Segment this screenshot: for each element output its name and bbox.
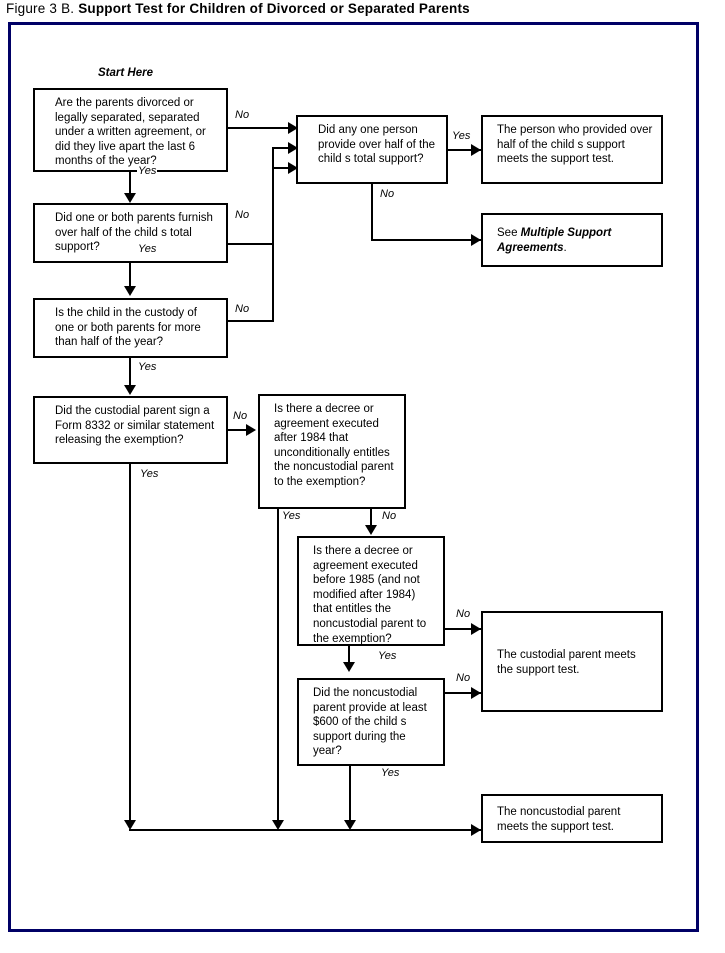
node-text: Is there a decree or agreement executed … <box>274 403 394 488</box>
edge-decree84-no-arrowhead <box>365 525 377 535</box>
edge-label-anyone-no: No <box>379 188 396 200</box>
edge-q1-yes-v <box>129 172 131 194</box>
edge-q1-yes-arrowhead <box>124 193 136 203</box>
node-decree-before-1985: Is there a decree or agreement executed … <box>297 536 445 646</box>
edge-q3-no-h1 <box>228 320 274 322</box>
node-text: Did one or both parents furnish over hal… <box>55 212 213 254</box>
edge-q2-yes-arrowhead <box>124 286 136 296</box>
edge-q1-no-h <box>228 127 298 129</box>
edge-q4-yes-arrowhead <box>124 820 136 830</box>
edge-anyone-yes-h <box>448 149 483 151</box>
start-here-label: Start Here <box>98 67 153 79</box>
edge-anyone-no-v <box>371 184 373 241</box>
edge-label-q1-no: No <box>234 109 251 121</box>
edge-600-yes-v <box>349 766 351 824</box>
node-child-in-custody: Is the child in the custody of one or bo… <box>33 298 228 358</box>
edge-label-decree84-no: No <box>381 510 398 522</box>
edge-decree85-no-h <box>445 628 483 630</box>
node-custodial-parent-form-8332: Did the custodial parent sign a Form 833… <box>33 396 228 464</box>
edge-q2-no-arrowhead <box>288 142 298 154</box>
edge-600-no-h <box>445 692 483 694</box>
multiple-support-agreements-emphasis: Multiple Support Agreements <box>497 227 612 254</box>
edge-q3-no-v <box>272 167 274 322</box>
edge-bottom-merge-arrowhead <box>471 824 481 836</box>
edge-label-q4-no: No <box>232 410 249 422</box>
edge-label-q4-yes: Yes <box>139 468 160 480</box>
figure-number: Figure 3 B. <box>6 1 75 16</box>
edge-anyone-no-h <box>371 239 483 241</box>
edge-decree85-yes-arrowhead <box>343 662 355 672</box>
node-text: The noncustodial parent meets the suppor… <box>497 805 621 833</box>
page-title: Figure 3 B. Support Test for Children of… <box>6 0 470 18</box>
node-text: Did the noncustodial parent provide at l… <box>313 687 427 758</box>
edge-label-q3-no: No <box>234 303 251 315</box>
node-text: The custodial parent meets the support t… <box>497 648 636 676</box>
node-text: Is there a decree or agreement executed … <box>313 545 427 645</box>
edge-decree85-no-arrowhead <box>471 623 481 635</box>
period-suffix: . <box>563 242 567 254</box>
edge-q4-no-arrowhead <box>246 424 256 436</box>
edge-q4-yes-v <box>129 464 131 824</box>
edge-label-600-yes: Yes <box>380 767 401 779</box>
edge-decree84-yes-arrowhead <box>272 820 284 830</box>
edge-label-decree85-no: No <box>455 608 472 620</box>
edge-anyone-yes-arrowhead <box>471 144 481 156</box>
edge-label-q2-no: No <box>234 209 251 221</box>
node-text: Are the parents divorced or legally sepa… <box>55 97 206 168</box>
see-prefix: See <box>497 227 521 240</box>
edge-label-q3-yes: Yes <box>137 361 158 373</box>
edge-decree84-yes-v <box>277 509 279 824</box>
edge-decree84-no-v <box>370 509 372 527</box>
edge-label-decree84-yes: Yes <box>281 510 302 522</box>
node-text: Did any one person provide over half of … <box>318 124 435 166</box>
edge-q3-no-arrowhead <box>288 162 298 174</box>
edge-q3-yes-arrowhead <box>124 385 136 395</box>
node-decree-after-1984: Is there a decree or agreement executed … <box>258 394 406 509</box>
edge-label-600-no: No <box>455 672 472 684</box>
node-text: The person who provided over half of the… <box>497 124 653 166</box>
edge-q2-no-h2 <box>272 147 298 149</box>
edge-label-q2-yes: Yes <box>137 243 158 255</box>
figure-border <box>8 22 699 932</box>
figure-title-text: Support Test for Children of Divorced or… <box>78 1 470 16</box>
edge-600-yes-arrowhead <box>344 820 356 830</box>
node-any-one-person-half-support: Did any one person provide over half of … <box>296 115 448 184</box>
node-are-parents-divorced: Are the parents divorced or legally sepa… <box>33 88 228 172</box>
node-text: See Multiple Support Agreements. <box>497 226 653 255</box>
edge-label-q1-yes: Yes <box>137 165 158 177</box>
node-result-custodial-parent-meets-test: The custodial parent meets the support t… <box>481 611 663 712</box>
edge-bottom-merge-h <box>129 829 483 831</box>
node-text: Did the custodial parent sign a Form 833… <box>55 405 215 447</box>
node-600-support-noncustodial: Did the noncustodial parent provide at l… <box>297 678 445 766</box>
edge-q3-no-h2 <box>272 167 298 169</box>
node-text: Is the child in the custody of one or bo… <box>55 307 201 349</box>
edge-q1-no-arrowhead <box>288 122 298 134</box>
edge-label-anyone-yes: Yes <box>451 130 472 142</box>
edge-label-decree85-yes: Yes <box>377 650 398 662</box>
edge-q3-yes-v <box>129 358 131 386</box>
node-parents-furnish-half-support: Did one or both parents furnish over hal… <box>33 203 228 263</box>
edge-decree85-yes-v <box>348 646 350 664</box>
edge-anyone-no-arrowhead <box>471 234 481 246</box>
node-result-person-meets-test: The person who provided over half of the… <box>481 115 663 184</box>
edge-q4-no-h <box>228 429 254 431</box>
node-result-multiple-support-agreements: See Multiple Support Agreements. <box>481 213 663 267</box>
edge-600-no-arrowhead <box>471 687 481 699</box>
edge-q2-no-h1 <box>228 243 274 245</box>
node-result-noncustodial-parent-meets-test: The noncustodial parent meets the suppor… <box>481 794 663 843</box>
edge-q2-yes-v <box>129 263 131 287</box>
